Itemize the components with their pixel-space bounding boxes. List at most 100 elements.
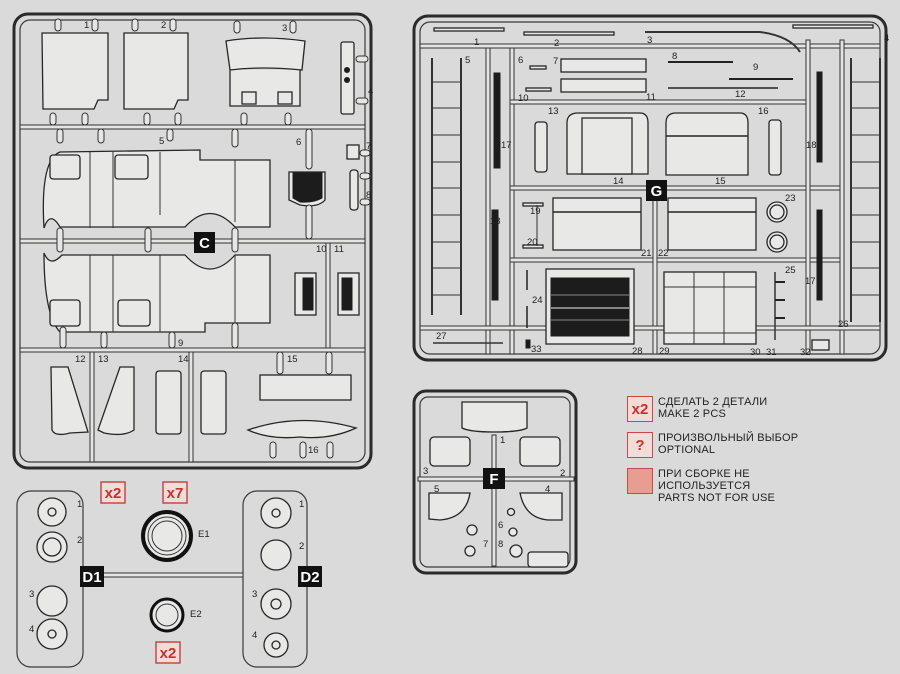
- sprue-d2-label: D2: [300, 569, 319, 586]
- part-c3: [225, 37, 306, 107]
- legend-symbol-x2: x2: [627, 396, 653, 422]
- runner: [509, 47, 515, 355]
- part-f3: [429, 436, 471, 467]
- part-g18: [491, 209, 499, 301]
- part-g29: [663, 271, 757, 345]
- part-number: 22: [658, 248, 669, 259]
- part-d1-1-hub: [47, 507, 57, 517]
- part-g7: [560, 58, 647, 73]
- part-number: 1: [299, 499, 304, 510]
- part-number: 8: [498, 539, 503, 550]
- part-number: 3: [423, 466, 428, 477]
- sprue-f: 1 2 3 4 5 6 7 8 F: [412, 389, 578, 575]
- part-number: 18: [806, 140, 817, 151]
- part-f7: [464, 545, 476, 557]
- part-number: 3: [282, 23, 287, 34]
- legend-symbol-filled: [627, 468, 653, 494]
- part-number: 19: [530, 206, 541, 217]
- runner: [509, 185, 841, 191]
- part-c16: [246, 419, 358, 439]
- sprue-f-part-numbers: 1 2 3 4 5 6 7 8: [423, 435, 565, 550]
- sprue-c-tag: [194, 232, 215, 253]
- quantity-badge-e1-text: x7: [167, 485, 184, 502]
- part-c8: [349, 169, 359, 211]
- part-f1: [461, 401, 528, 433]
- part-number: 1: [84, 20, 89, 31]
- part-number: 7: [553, 56, 558, 67]
- sprue-g: 1 2 3 4 5 6 7 8 9 10 11 12 13 14 15 16 1…: [412, 14, 889, 362]
- part-g10: [525, 87, 552, 92]
- part-number: 16: [758, 106, 769, 117]
- quantity-badge-e1: [162, 481, 188, 504]
- part-c5-window: [114, 154, 149, 180]
- part-number: 1: [474, 37, 479, 48]
- legend-item-optional: ? ПРОИЗВОЛЬНЫЙ ВЫБОР OPTIONAL: [627, 432, 887, 458]
- part-number: 16: [308, 445, 319, 456]
- part-c4-detail: [344, 67, 350, 73]
- part-number: 2: [77, 535, 82, 546]
- part-number: 2: [299, 541, 304, 552]
- runner: [19, 347, 366, 353]
- part-c9: [43, 252, 271, 333]
- part-number: 7: [483, 539, 488, 550]
- legend-text-ru: ИСПОЛЬЗУЕТСЯ: [658, 480, 751, 492]
- sprue-c-gates: [49, 18, 371, 459]
- part-number: 5: [465, 55, 470, 66]
- part-d1-3: [36, 585, 68, 617]
- sprue-d1-label: D1: [82, 569, 101, 586]
- part-number: 4: [368, 86, 373, 97]
- part-g22: [667, 197, 757, 251]
- part-number: 26: [838, 319, 849, 330]
- sprue-c-frame: [12, 12, 373, 470]
- legend: x2 СДЕЛАТЬ 2 ДЕТАЛИ MAKE 2 PCS ? ПРОИЗВО…: [627, 396, 887, 514]
- part-e1: [141, 510, 193, 562]
- part-number: 17: [501, 140, 512, 151]
- sprue-g-part-numbers: 1 2 3 4 5 6 7 8 9 10 11 12 13 14 15 16 1…: [436, 33, 889, 358]
- part-number: 23: [785, 193, 796, 204]
- part-number: 10: [316, 244, 327, 255]
- sprue-d-part-numbers: 1 2 3 4 1 2 3 4: [29, 499, 304, 641]
- part-number: 10: [518, 93, 529, 104]
- part-number: 4: [545, 484, 550, 495]
- part-c15: [259, 374, 352, 401]
- part-g1: [433, 27, 505, 32]
- runner: [509, 257, 841, 263]
- part-f4: [519, 492, 563, 521]
- part-c13: [97, 366, 135, 436]
- part-number: 4: [884, 33, 889, 44]
- part-number: 25: [785, 265, 796, 276]
- part-c10-dark: [302, 277, 314, 311]
- part-number: 9: [178, 338, 183, 349]
- part-number: 5: [434, 484, 439, 495]
- part-c6-dark: [292, 172, 323, 203]
- part-number: 4: [252, 630, 257, 641]
- runner: [419, 325, 881, 331]
- sprue-g-tag: [646, 180, 667, 201]
- part-g32: [811, 339, 830, 351]
- runner: [839, 39, 845, 355]
- part-g15: [665, 112, 749, 176]
- part-number: 7: [366, 141, 371, 152]
- part-number: 21: [641, 248, 652, 259]
- part-g20: [522, 244, 544, 249]
- part-number: 29: [659, 346, 670, 357]
- sprue-c: 1 2 3 4 5 6 7 8 9 10 11 12 13 14 15 16 C: [12, 12, 373, 470]
- runner: [805, 39, 811, 355]
- part-number: 1: [500, 435, 505, 446]
- part-c5-window: [49, 154, 81, 180]
- part-number: 2: [554, 38, 559, 49]
- part-d2-3-hub: [270, 598, 282, 610]
- runner: [509, 99, 811, 105]
- part-g19: [522, 202, 544, 207]
- part-f6: [466, 524, 478, 536]
- part-g28-dark: [550, 277, 630, 337]
- part-number: 3: [252, 589, 257, 600]
- part-number: 15: [715, 176, 726, 187]
- part-g7: [560, 78, 647, 93]
- part-number: 28: [632, 346, 643, 357]
- part-c3-detail: [277, 91, 293, 105]
- legend-symbol-question: ?: [627, 432, 653, 458]
- quantity-badge-e2: [155, 641, 181, 664]
- part-g21: [552, 197, 642, 251]
